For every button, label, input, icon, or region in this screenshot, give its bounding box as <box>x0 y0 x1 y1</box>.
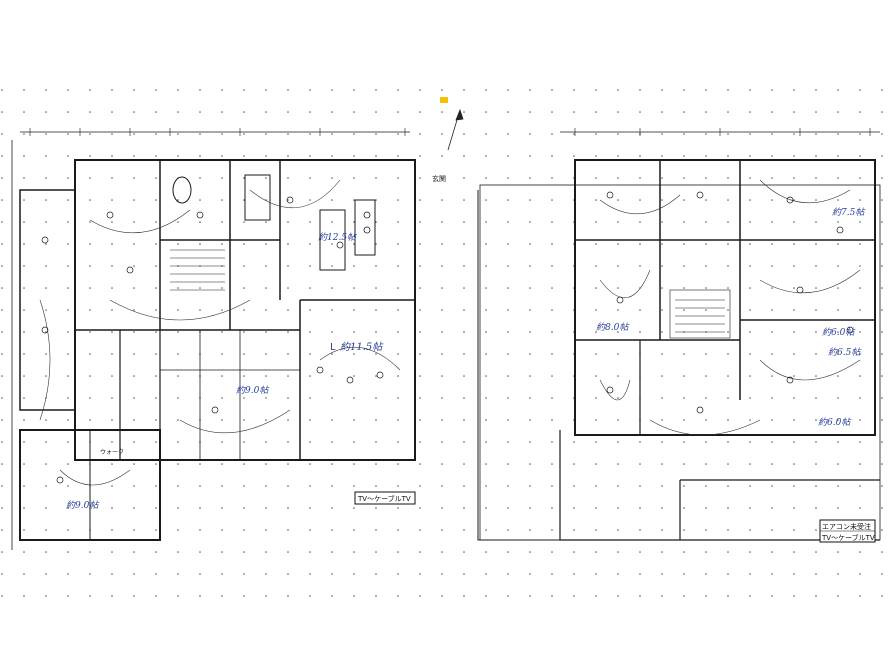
room1-note: 約12.5帖 <box>318 232 358 243</box>
room-a-note: 約7.5帖 <box>832 207 866 218</box>
room3-note: 約9.0帖 <box>66 500 100 511</box>
marker-highlight <box>440 97 448 103</box>
ldk-area-note: 約11.5帖 <box>340 341 384 353</box>
room-d-note: 約6.5帖 <box>828 347 862 358</box>
right-title-line1: エアコン未受注 <box>822 522 871 531</box>
north-arrow-icon <box>447 108 464 151</box>
room-b-note: 約8.0帖 <box>596 322 630 333</box>
left-floor-plan <box>11 128 416 550</box>
room2-note: 約9.0帖 <box>236 385 270 396</box>
dot-grid <box>0 80 896 600</box>
left-handwritten-notes: L 約11.5帖 約12.5帖 約9.0帖 約9.0帖 <box>66 232 384 511</box>
left-title-text: TV〜ケーブルTV <box>357 494 411 503</box>
right-title-line2: TV〜ケーブルTV <box>821 533 875 542</box>
closet-label: ウォーク <box>100 448 124 456</box>
room-e-note: 約6.0帖 <box>818 417 852 428</box>
right-handwritten-notes: 約7.5帖 約8.0帖 約6.0帖 約6.5帖 約6.0帖 <box>596 207 866 428</box>
left-title-box: TV〜ケーブルTV <box>354 491 416 505</box>
right-title-box: エアコン未受注 TV〜ケーブルTV <box>819 519 876 543</box>
room-c-note: 約6.0帖 <box>822 327 856 338</box>
ldk-letter: L <box>330 342 336 353</box>
entrance-label: 玄関 <box>432 174 446 183</box>
right-floor-plan <box>477 128 881 541</box>
